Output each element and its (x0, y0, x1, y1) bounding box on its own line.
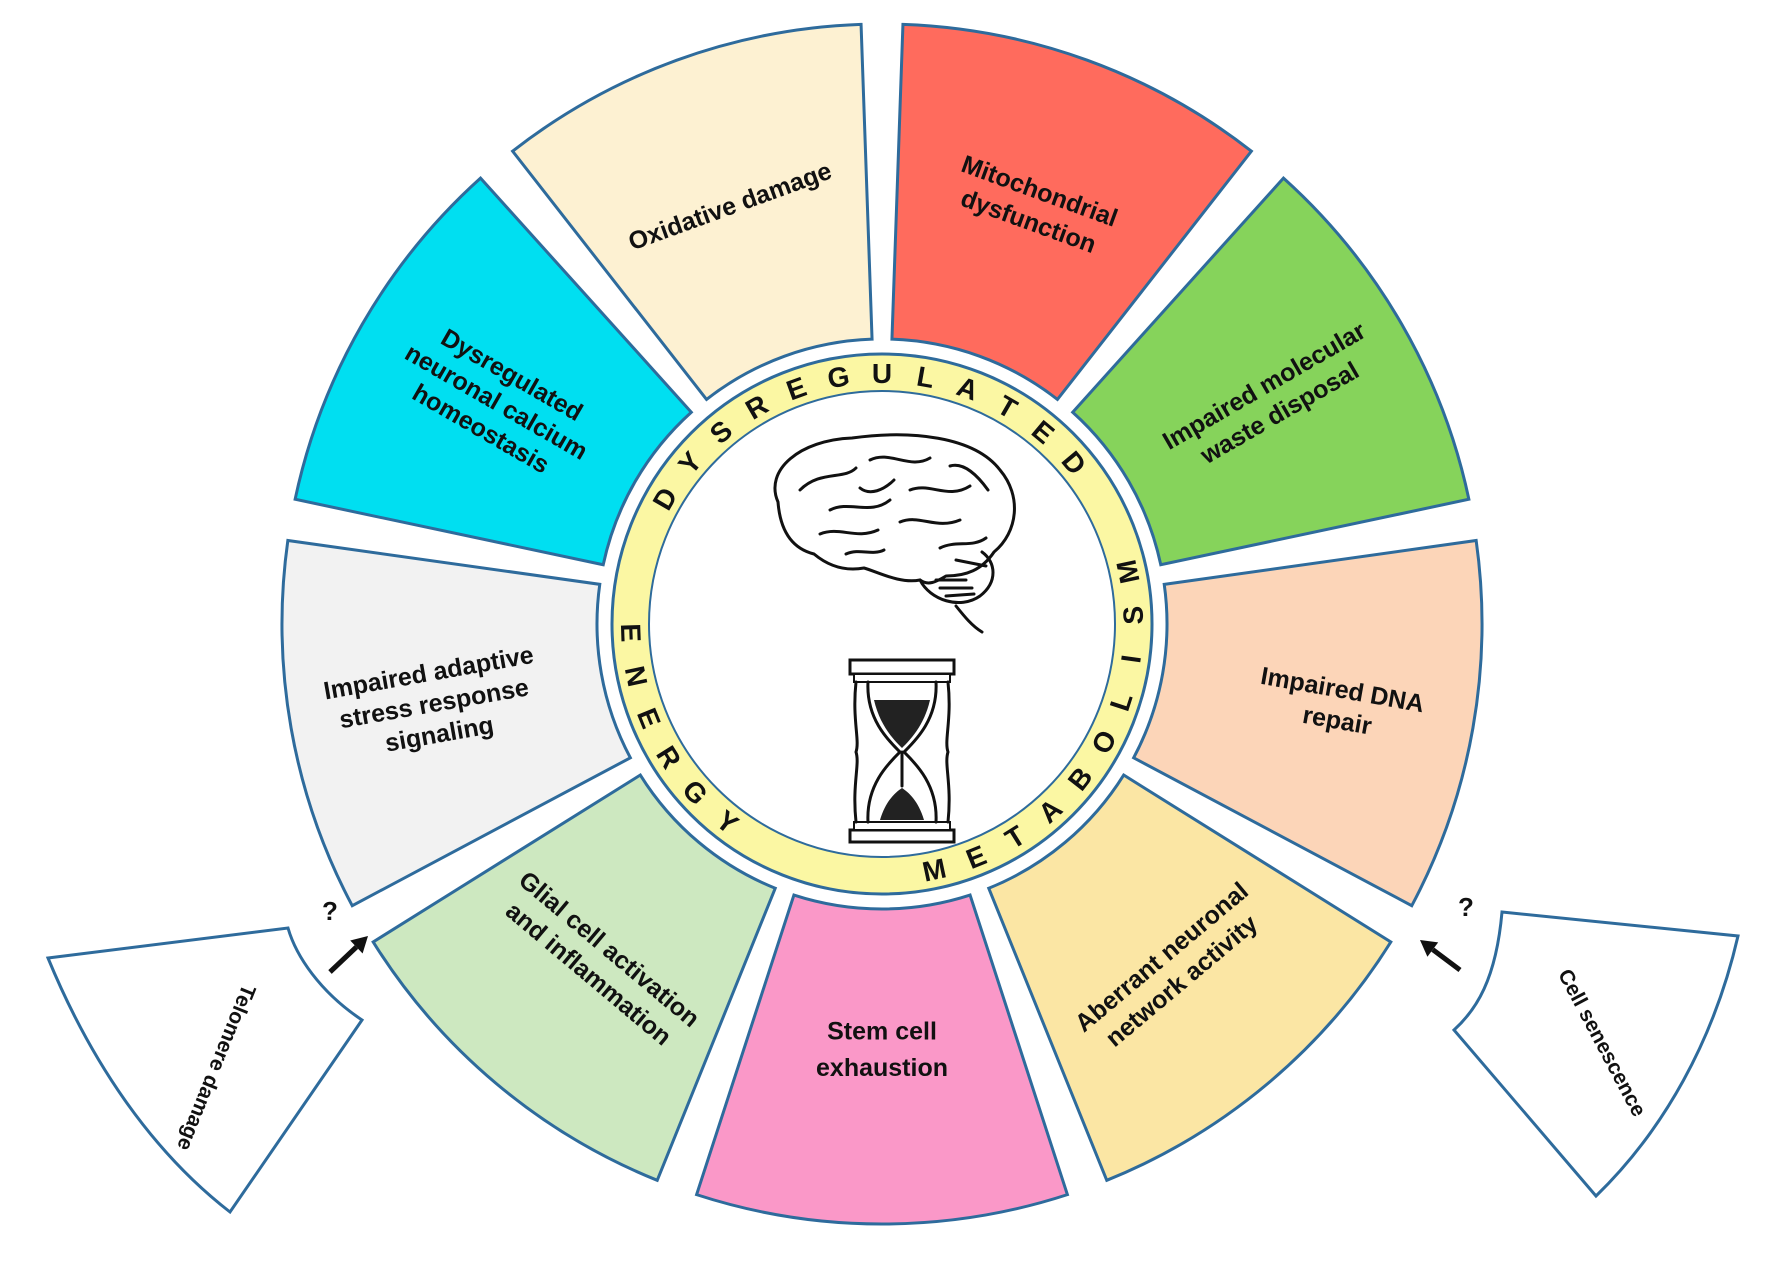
telomere-arrow (328, 945, 359, 974)
segment-stem (694, 893, 1070, 1226)
segment-network (986, 772, 1393, 1183)
segment-mito (890, 22, 1254, 402)
senescence-question-mark: ? (1458, 892, 1474, 922)
segment-oxidative (510, 22, 874, 402)
segment-dna (1131, 538, 1484, 908)
segment-glial (371, 772, 778, 1183)
segment-label-stem: Stem cell exhaustion (816, 1018, 948, 1082)
segment-stress (280, 538, 633, 908)
segment-calcium (293, 175, 694, 567)
senescence-box (1451, 910, 1740, 1199)
telomere-arrowhead (350, 936, 368, 954)
ring-letter: G (825, 360, 852, 394)
telomere-box (45, 926, 365, 1215)
ring-letter: E (615, 623, 647, 643)
senescence-arrow (1431, 947, 1462, 972)
senescence-arrowhead (1420, 940, 1439, 957)
brain-icon (773, 433, 1016, 634)
center-disc (648, 390, 1116, 858)
ring-letter: S (1117, 605, 1149, 625)
hourglass-icon (848, 658, 956, 844)
segment-line: Stem cell (827, 1018, 937, 1046)
ring-letter: U (872, 358, 892, 389)
ring-letter: L (914, 361, 936, 395)
segment-line: exhaustion (816, 1054, 948, 1082)
segment-waste (1070, 175, 1471, 567)
telomere-question-mark: ? (322, 896, 338, 926)
side-boxes-layer: Telomere damage?Cell senescence? (45, 892, 1740, 1215)
